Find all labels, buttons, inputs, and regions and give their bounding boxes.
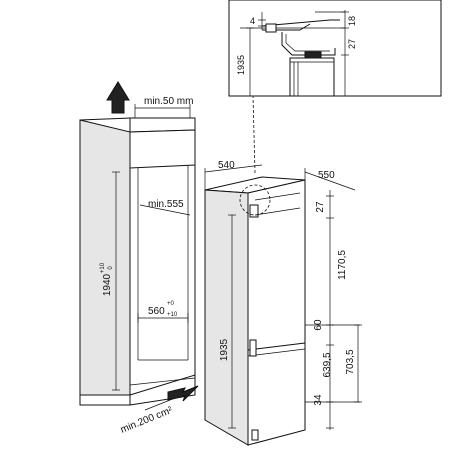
label-703-5: 703,5 bbox=[345, 349, 356, 374]
label-550: 550 bbox=[318, 170, 335, 181]
label-560-tol-plus: +0 bbox=[167, 301, 175, 307]
label-60: 60 bbox=[313, 319, 324, 331]
appliance: 540 550 1935 27 1170,5 60 639,5 34 703,5 bbox=[204, 160, 362, 446]
inset-label-4: 4 bbox=[250, 16, 255, 26]
inset-leader bbox=[252, 95, 256, 174]
label-639-5: 639,5 bbox=[322, 352, 333, 377]
appliance-front-face bbox=[247, 179, 306, 446]
cabinet-niche: min.50 mm min.555 560 +0 +10 1940 +10 0 … bbox=[79, 81, 199, 436]
inset-label-27: 27 bbox=[347, 39, 357, 49]
label-560-tol-minus: +10 bbox=[167, 312, 178, 318]
label-1170-5: 1170,5 bbox=[337, 250, 348, 280]
label-34: 34 bbox=[313, 394, 324, 406]
label-1940-tol-zero: 0 bbox=[108, 266, 114, 270]
label-1935: 1935 bbox=[219, 338, 230, 361]
label-540: 540 bbox=[218, 160, 235, 171]
label-1940: 1940 bbox=[102, 273, 113, 296]
appliance-left-side bbox=[204, 189, 249, 446]
detail-circle bbox=[239, 184, 271, 216]
label-min-50mm: min.50 mm bbox=[144, 96, 193, 107]
ventilation-up-arrow bbox=[106, 81, 130, 114]
inset-label-1935: 1935 bbox=[236, 55, 246, 75]
label-1940-tol-plus: +10 bbox=[100, 262, 106, 273]
label-min-555: min.555 bbox=[148, 199, 184, 210]
niche-left-panel bbox=[79, 119, 131, 396]
ventilation-bottom-arrow bbox=[167, 385, 199, 402]
door-split-line bbox=[247, 342, 306, 351]
inset-detail: 4 18 27 1935 bbox=[228, 0, 442, 174]
inset-frame bbox=[228, 0, 442, 97]
inset-label-18: 18 bbox=[347, 16, 357, 26]
niche-top-front bbox=[129, 129, 196, 169]
label-27: 27 bbox=[315, 201, 326, 213]
label-560: 560 bbox=[148, 306, 165, 317]
